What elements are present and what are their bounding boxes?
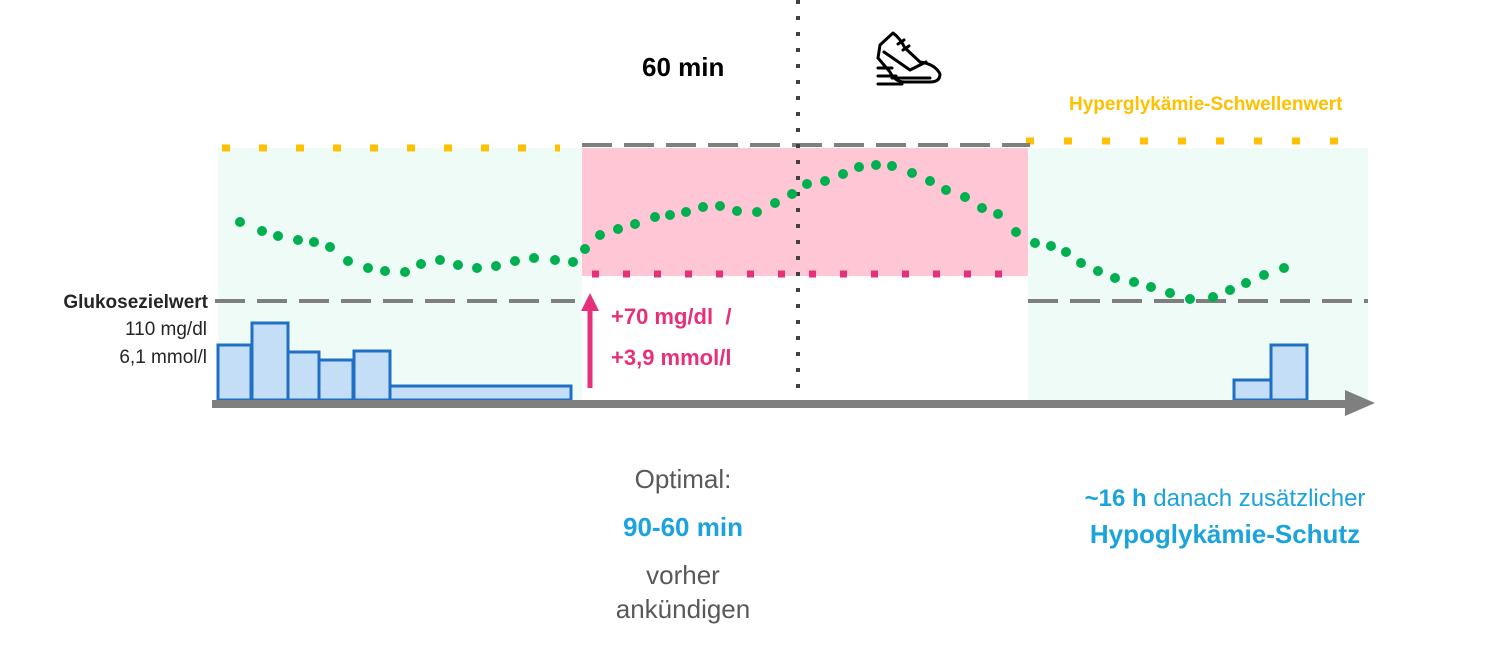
glucose-dot [1208, 292, 1218, 302]
insulin-bar [216, 343, 253, 402]
target-glucose-mgdl: 110 mg/dl [124, 319, 207, 340]
glucose-dot [681, 207, 691, 217]
glucose-dot [400, 267, 410, 277]
insulin-bar [286, 350, 321, 402]
glucose-dot [715, 201, 725, 211]
glucose-dot [435, 255, 445, 265]
glucose-dot [1011, 227, 1021, 237]
exercise-duration-label: 60 min [642, 52, 725, 82]
hyperglycemia-threshold-label: Hyperglykämie-Schwellenwert [1069, 94, 1343, 115]
glucose-dot [453, 260, 463, 270]
target-glucose-mmol: 6,1 mmol/l [119, 347, 207, 368]
glucose-dot [871, 160, 881, 170]
glucose-dot [363, 263, 373, 273]
after-exercise-line1: ~16 h danach zusätzlicher [1000, 485, 1450, 513]
glucose-dot [293, 235, 303, 245]
insulin-bar [1269, 343, 1309, 402]
glucose-dot [343, 256, 353, 266]
timeline-arrowhead [1345, 390, 1375, 416]
insulin-bar [388, 384, 573, 402]
optimal-title: Optimal: [634, 464, 732, 494]
insulin-bar [317, 358, 355, 402]
glucose-dot [1129, 277, 1139, 287]
glucose-dot [1110, 273, 1120, 283]
glucose-dot [380, 266, 390, 276]
glucose-dot [491, 261, 501, 271]
glucose-dot [993, 209, 1003, 219]
glucose-dot [613, 224, 623, 234]
glucose-dot [732, 206, 742, 216]
glucose-dot [309, 237, 319, 247]
glucose-dot [273, 231, 283, 241]
glucose-dot [977, 203, 987, 213]
glucose-dot [1146, 282, 1156, 292]
glucose-dot [1093, 266, 1103, 276]
glucose-dot [941, 185, 951, 195]
insulin-bar [1232, 378, 1273, 402]
basal-insulin-bars-left [216, 321, 573, 402]
optimal-duration: 90-60 min [623, 512, 743, 542]
glucose-dot [257, 226, 267, 236]
after-text: danach zusätzlicher [1153, 485, 1366, 512]
glucose-dot [580, 244, 590, 254]
glucose-dot [665, 210, 675, 220]
elevated-glucose-zone [582, 148, 1028, 276]
glucose-dot [1185, 294, 1195, 304]
glucose-dot [802, 179, 812, 189]
glucose-dot [1225, 285, 1235, 295]
glucose-dot [568, 257, 578, 267]
glucose-dot [510, 256, 520, 266]
glucose-dot [887, 161, 897, 171]
glucose-dot [1076, 258, 1086, 268]
glucose-dot [854, 162, 864, 172]
safe-zone-after [1028, 148, 1368, 400]
glucose-dot [472, 263, 482, 273]
glucose-dot [550, 255, 560, 265]
glucose-dot [925, 176, 935, 186]
glucose-dot [650, 212, 660, 222]
glucose-dot [770, 198, 780, 208]
glucose-dot [787, 189, 797, 199]
glucose-dot [1046, 241, 1056, 251]
glucose-dot [1259, 270, 1269, 280]
target-glucose-title: Glukosezielwert [63, 292, 208, 313]
raise-arrow-head [581, 293, 599, 311]
glucose-dot [960, 192, 970, 202]
glucose-dot [752, 207, 762, 217]
glucose-curve [235, 160, 1289, 304]
after-hours: ~16 h [1084, 485, 1147, 512]
glucose-dot [698, 202, 708, 212]
glucose-dot [1241, 278, 1251, 288]
glucose-dot [838, 169, 848, 179]
glucose-dot [416, 259, 426, 269]
glucose-dot [235, 217, 245, 227]
raise-value-mgdl: +70 mg/dl / [611, 304, 732, 329]
glucose-dot [1279, 263, 1289, 273]
glucose-dot [1165, 288, 1175, 298]
optimal-text-vorher: vorher [646, 560, 720, 590]
glucose-dot [529, 253, 539, 263]
glucose-dot [1030, 238, 1040, 248]
glucose-dot [1061, 247, 1071, 257]
optimal-text-ankuendigen: ankündigen [615, 594, 751, 624]
glucose-dot [595, 230, 605, 240]
running-shoe-icon [876, 31, 942, 86]
insulin-bar [352, 349, 392, 402]
raise-value-mmol: +3,9 mmol/l [611, 345, 732, 370]
basal-insulin-bars-right [1232, 343, 1309, 402]
insulin-bar [250, 321, 290, 402]
glucose-dot [820, 176, 830, 186]
glucose-dot [325, 242, 335, 252]
glucose-dot [907, 168, 917, 178]
glucose-dot [630, 219, 640, 229]
hypoglycemia-protection-label: Hypoglykämie-Schutz [1089, 519, 1361, 549]
